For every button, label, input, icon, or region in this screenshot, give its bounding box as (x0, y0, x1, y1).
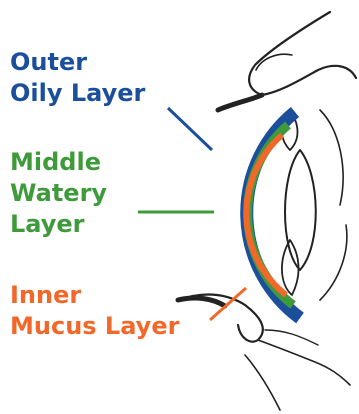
upper-eyelid (249, 12, 356, 95)
inner-label-line2: Mucus Layer (10, 311, 179, 342)
outer-layer-leader (168, 108, 212, 150)
lower-lash (178, 298, 225, 306)
outer-label-line2: Oily Layer (10, 78, 145, 109)
middle-label-line1: Middle (10, 147, 107, 178)
ciliary-right (320, 110, 347, 300)
middle-label-line3: Layer (10, 209, 107, 240)
lower-lid-detail (265, 330, 318, 345)
inner-mucus-layer-label: Inner Mucus Layer (10, 280, 179, 342)
lower-lid-tail (245, 340, 350, 410)
outer-label-line1: Outer (10, 47, 145, 78)
inner-label-line1: Inner (10, 280, 179, 311)
lens (285, 150, 316, 270)
outer-oily-layer-label: Outer Oily Layer (10, 47, 145, 109)
middle-label-line2: Watery (10, 178, 107, 209)
upper-lid-inner (256, 54, 292, 70)
upper-lash (218, 95, 262, 110)
inner-layer-leader (210, 288, 246, 320)
middle-watery-layer-label: Middle Watery Layer (10, 147, 107, 240)
